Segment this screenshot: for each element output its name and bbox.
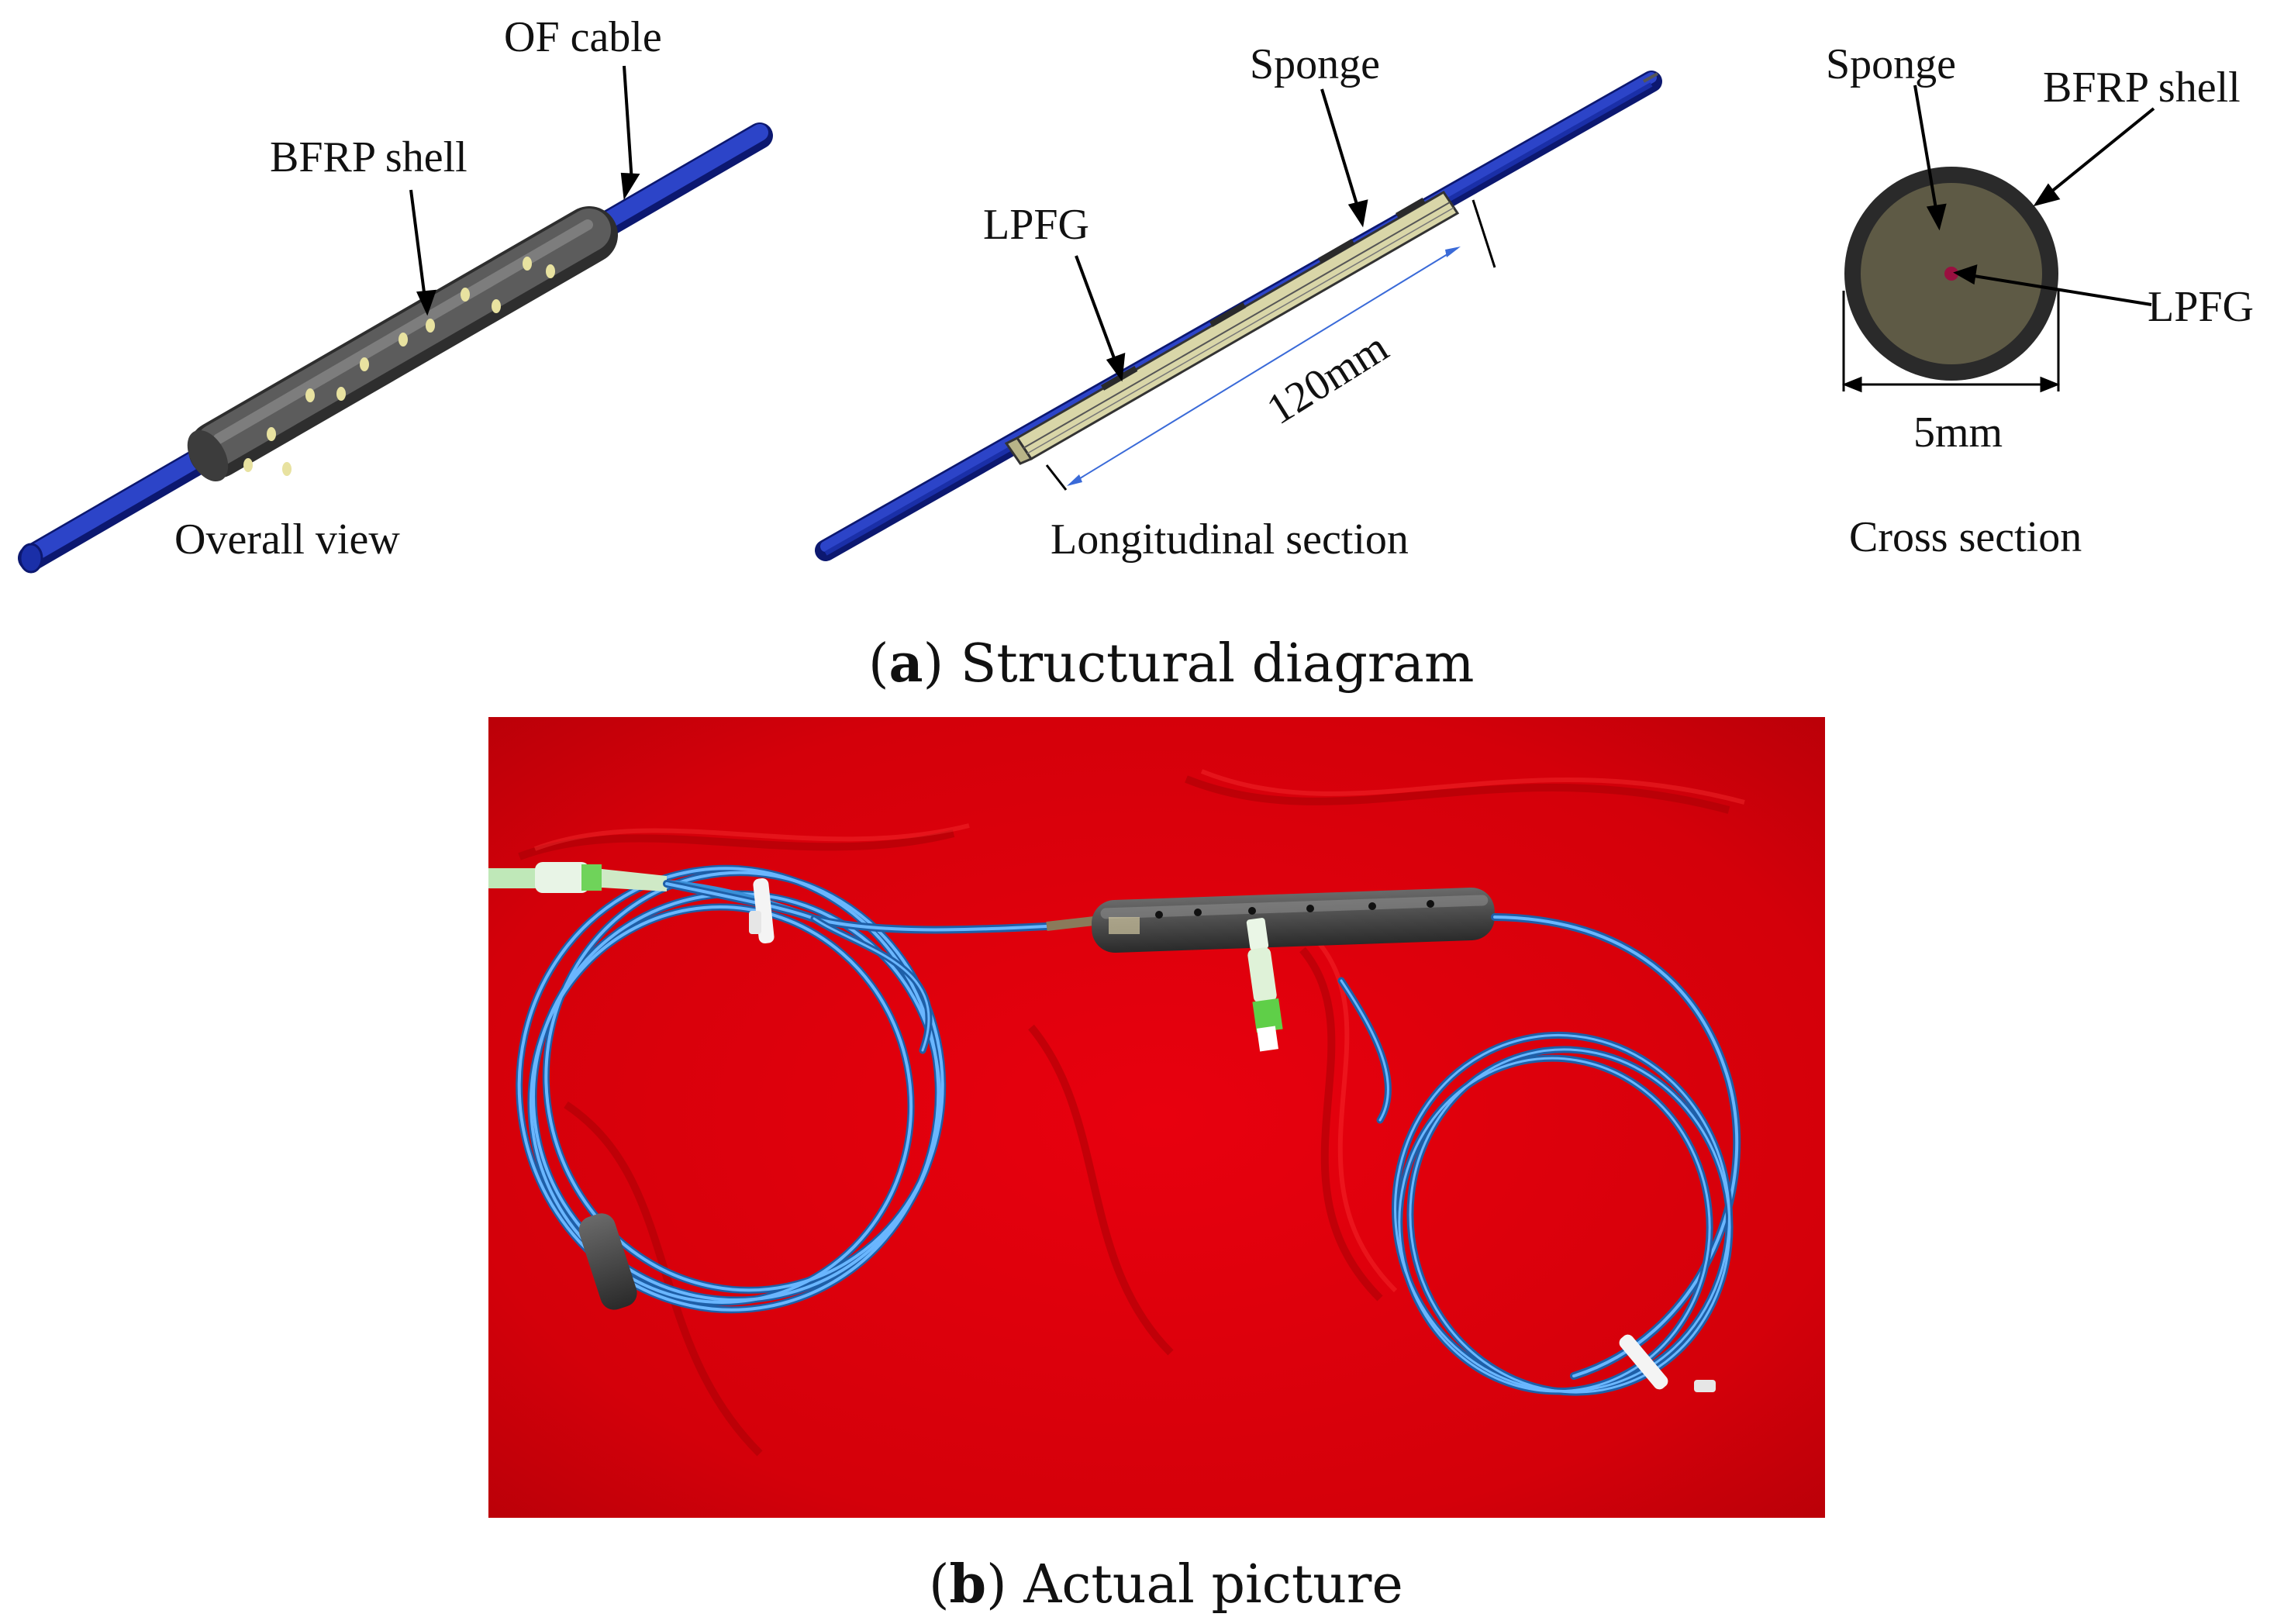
right-fiber-coil [1337,913,1741,1396]
left-cable-tie [749,878,775,944]
panel-b-caption: (b) Actual picture [929,1553,1403,1615]
longitudinal-dimension-line [1045,199,1496,491]
longitudinal-section-caption: Longitudinal section [1051,515,1409,564]
actual-picture-photo [488,717,1825,1518]
cross-section-circle [1844,167,2058,381]
cross-dimension-line [1841,291,2061,393]
overall-view-caption: Overall view [174,515,400,564]
longitudinal-arrows [1075,88,1368,382]
left-coil-sleeve [578,1213,637,1310]
right-cable-tie [1619,1334,1716,1392]
panel-b-caption-text: Actual picture [1023,1554,1403,1615]
overall-bfrp-shell [187,206,618,482]
longitudinal-sponge-label: Sponge [1250,40,1380,88]
photo-bfrp-tube [1046,887,1495,953]
right-connector [1246,918,1283,1052]
overall-bfrp-shell-label: BFRP shell [270,133,467,181]
cross-arrows [1913,84,2155,306]
cross-section-caption: Cross section [1849,513,2082,561]
overall-of-cable-label: OF cable [504,13,662,61]
left-fiber-coil [516,864,947,1314]
longitudinal-lpfg-label: LPFG [983,201,1089,249]
photo-illustration [488,717,1825,1518]
cross-bfrp-shell-label: BFRP shell [2043,64,2241,112]
upper-fiber [663,880,1051,1054]
longitudinal-sponge [1004,190,1460,465]
panel-a-letter: a [888,633,923,695]
cross-sponge-label: Sponge [1826,40,1956,88]
cross-dimension-label: 5mm [1913,409,2003,457]
panel-b-letter: b [949,1553,987,1615]
panel-a-caption-text: Structural diagram [960,633,1475,695]
panel-a-caption: (a) Structural diagram [868,633,1475,695]
cross-lpfg-label: LPFG [2148,283,2254,331]
overall-arrows [409,65,640,316]
